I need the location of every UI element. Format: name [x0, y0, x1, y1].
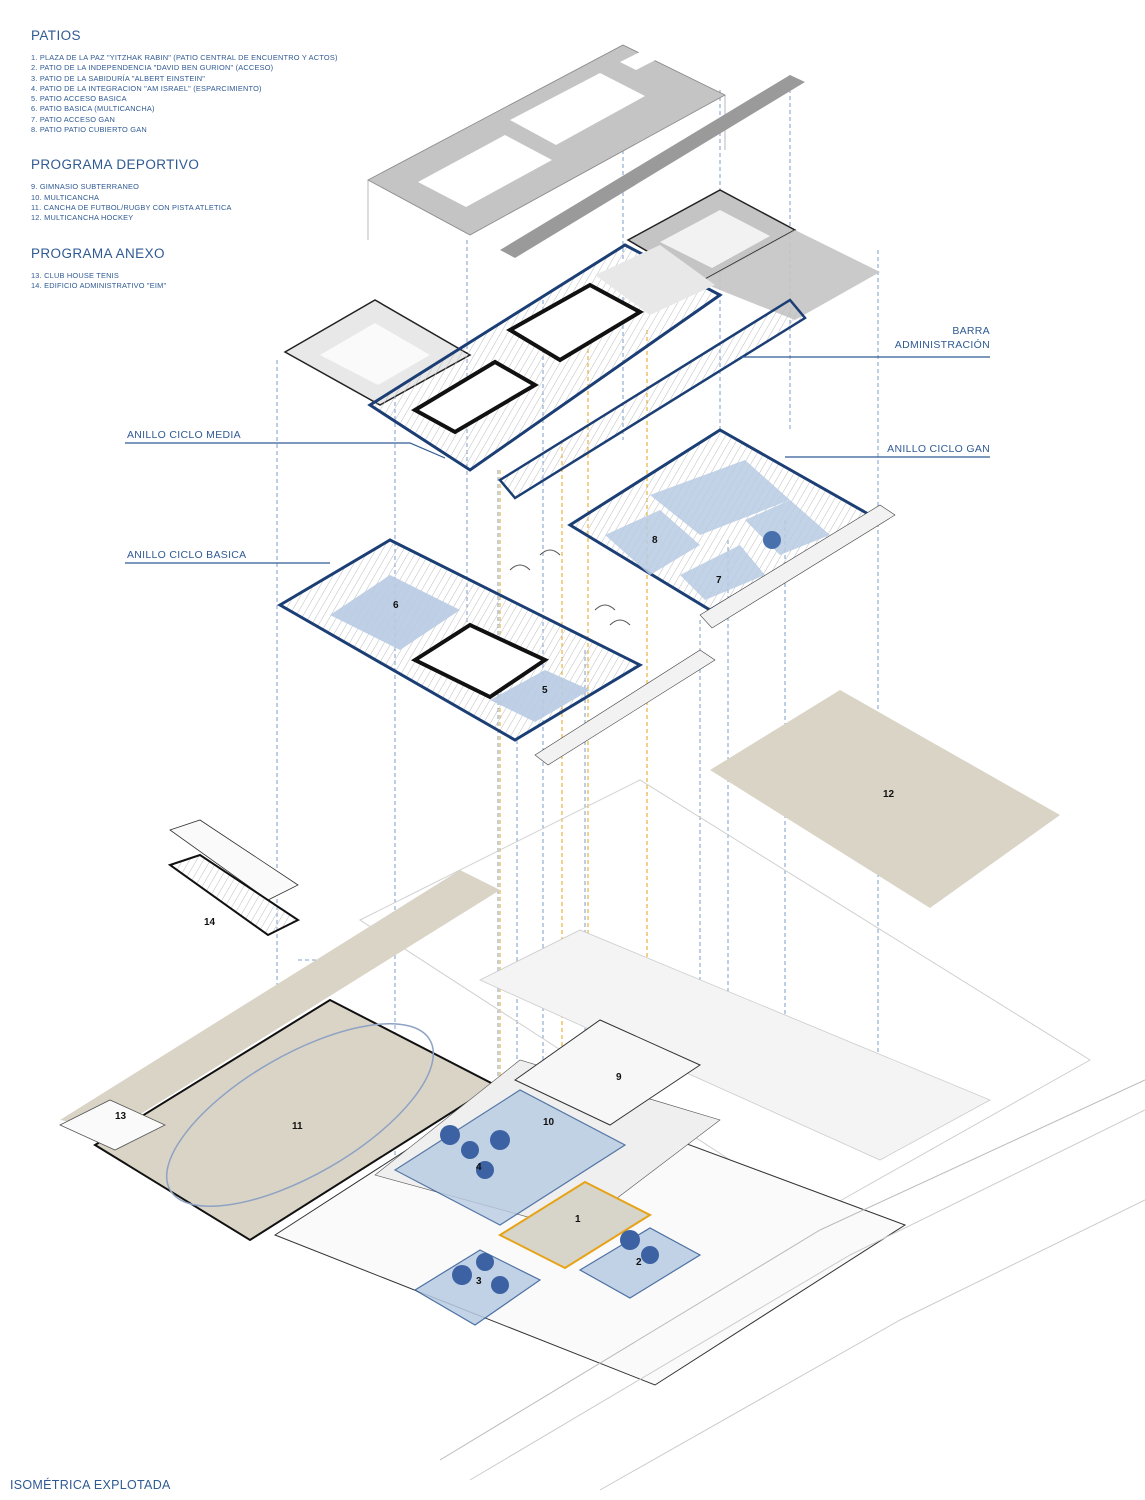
zone-number: 14	[204, 917, 216, 928]
barra-administracion-label: BARRA	[948, 324, 990, 338]
zone-number: 7	[716, 575, 722, 586]
legend-title: PROGRAMA ANEXO	[31, 245, 165, 261]
anillo-ciclo-basica	[277, 538, 716, 766]
zone-number: 3	[476, 1276, 482, 1287]
anillo-ciclo-gan	[567, 428, 896, 629]
zone-number: 5	[542, 685, 548, 696]
legend-section-anexo: PROGRAMA ANEXO 13. CLUB HOUSE TENIS 14. …	[31, 246, 391, 292]
legend-item: 2. PATIO DE LA INDEPENDENCIA "DAVID BEN …	[31, 63, 274, 73]
anillo-media-label: ANILLO CICLO MEDIA	[127, 429, 241, 441]
drawing-title: ISOMÉTRICA EXPLOTADA	[10, 1478, 171, 1492]
anillo-basica-label: ANILLO CICLO BASICA	[127, 549, 247, 561]
zone-number: 8	[652, 535, 658, 546]
legend: PATIOS 1. PLAZA DE LA PAZ "YITZHAK RABIN…	[31, 28, 391, 313]
zone-numbers: 1 2 3 4 5 6 7 8 9 10 11 12 13 14	[115, 535, 895, 1287]
legend-item: 11. CANCHA DE FUTBOL/RUGBY CON PISTA ATL…	[31, 202, 232, 212]
legend-item: 13. CLUB HOUSE TENIS	[31, 270, 120, 280]
multicancha-hockey-field	[710, 690, 1060, 908]
legend-item: 12. MULTICANCHA HOCKEY	[31, 213, 134, 223]
legend-list: 1. PLAZA DE LA PAZ "YITZHAK RABIN" (PATI…	[31, 53, 391, 135]
barra-administracion-label-2: ADMINISTRACIÓN	[860, 338, 990, 352]
legend-item: 5. PATIO ACCESO BASICA	[31, 94, 127, 104]
legend-item: 8. PATIO PATIO CUBIERTO GAN	[31, 125, 147, 135]
zone-number: 12	[883, 789, 895, 800]
zone-number: 4	[476, 1162, 482, 1173]
zone-number: 10	[543, 1117, 555, 1128]
legend-item: 6. PATIO BASICA (MULTICANCHA)	[31, 104, 155, 114]
roof-slab	[367, 42, 880, 320]
legend-item: 7. PATIO ACCESO GAN	[31, 114, 116, 124]
legend-item: 3. PATIO DE LA SABIDURÍA "ALBERT EINSTEI…	[31, 73, 206, 83]
legend-section-patios: PATIOS 1. PLAZA DE LA PAZ "YITZHAK RABIN…	[31, 28, 391, 135]
legend-item: 10. MULTICANCHA	[31, 192, 100, 202]
legend-title: PROGRAMA DEPORTIVO	[31, 157, 200, 173]
callout-leaders	[125, 356, 990, 564]
legend-title: PATIOS	[31, 28, 81, 43]
barra-label-line2: ADMINISTRACIÓN	[894, 339, 990, 351]
legend-section-deportivo: PROGRAMA DEPORTIVO 9. GIMNASIO SUBTERRAN…	[31, 157, 391, 223]
legend-item: 9. GIMNASIO SUBTERRANEO	[31, 182, 140, 192]
zone-number: 2	[636, 1257, 642, 1268]
zone-number: 1	[575, 1214, 581, 1225]
anillo-gan-label: ANILLO CICLO GAN	[887, 443, 990, 455]
zone-number: 11	[292, 1121, 303, 1132]
legend-list: 13. CLUB HOUSE TENIS 14. EDIFICIO ADMINI…	[31, 271, 391, 292]
edificio-administrativo-eim	[167, 819, 300, 937]
ground-level-site	[59, 779, 1145, 1491]
zone-number: 6	[393, 600, 399, 611]
legend-item: 4. PATIO DE LA INTEGRACION "AM ISRAEL" (…	[31, 83, 262, 93]
zone-number: 13	[115, 1111, 127, 1122]
anillo-ciclo-media	[283, 243, 807, 500]
legend-list: 9. GIMNASIO SUBTERRANEO 10. MULTICANCHA …	[31, 182, 391, 223]
legend-item: 14. EDIFICIO ADMINISTRATIVO "EIM"	[31, 280, 167, 290]
barra-label-line1: BARRA	[952, 325, 990, 337]
legend-item: 1. PLAZA DE LA PAZ "YITZHAK RABIN" (PATI…	[31, 53, 338, 62]
zone-number: 9	[616, 1072, 622, 1083]
